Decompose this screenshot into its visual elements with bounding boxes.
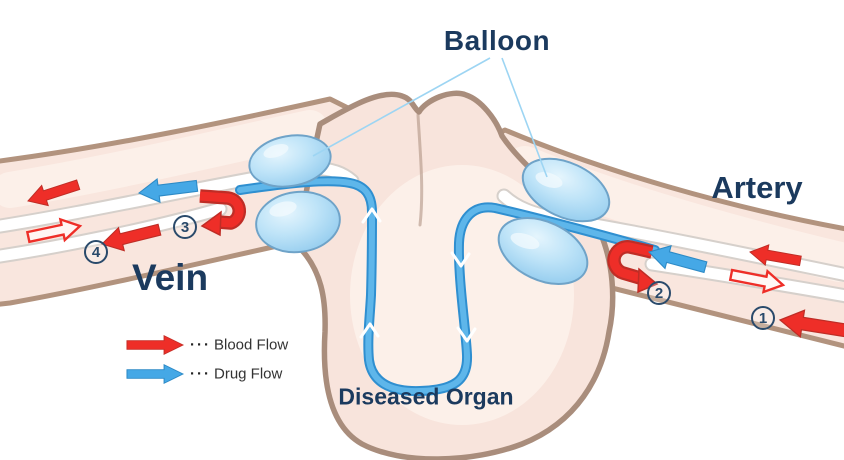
step-badge-2: 2: [647, 281, 671, 305]
legend-dots: ···: [190, 365, 211, 383]
legend-arrows: [126, 335, 184, 384]
step-badge-3: 3: [173, 215, 197, 239]
balloon-vein-lower: [255, 190, 341, 254]
legend-label-blood-flow: Blood Flow: [214, 336, 289, 354]
balloon-vein-upper: [248, 134, 332, 188]
legend-item-blood-flow: ··· Blood Flow: [190, 337, 288, 354]
step-badge-4: 4: [84, 240, 108, 264]
legend-drug-arrow: [126, 364, 184, 384]
vein-drug-catheter: [0, 161, 360, 234]
vein-label: Vein: [131, 257, 209, 298]
vein-blood-catheter: [0, 201, 228, 264]
legend-label-drug-flow: Drug Flow: [214, 365, 283, 383]
legend-blood-arrow: [126, 335, 184, 355]
drug-flow-loop: [235, 176, 660, 397]
balloon-artery-lower: [497, 217, 589, 285]
balloon-artery-upper: [521, 157, 611, 223]
uturn-arrow-step3: [199, 189, 246, 237]
legend-dots: ···: [190, 336, 211, 354]
balloons: [248, 134, 611, 285]
legend-item-drug-flow: ··· Drug Flow: [190, 366, 282, 383]
artery-label: Artery: [711, 170, 803, 205]
pointer-line-left: [312, 57, 491, 157]
balloon-label: Balloon: [443, 25, 551, 56]
balloon-pointer-lines: [312, 57, 548, 178]
drug-flow-chevrons: [359, 207, 477, 343]
diseased-organ-label: Diseased Organ: [338, 383, 514, 410]
step-badge-1: 1: [751, 306, 775, 330]
pointer-line-right: [501, 57, 548, 178]
blood-flow-arrows: [24, 174, 844, 345]
